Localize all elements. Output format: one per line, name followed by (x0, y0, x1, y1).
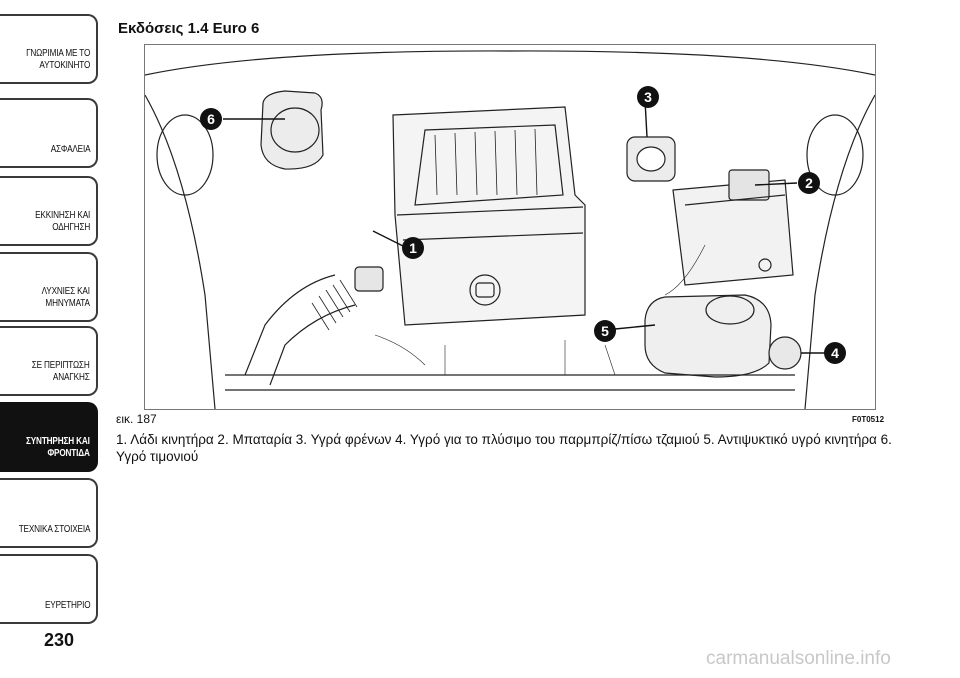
figure-label: εικ. 187 (116, 412, 157, 426)
callout-3: 3 (637, 86, 659, 108)
tab-safety[interactable]: ΑΣΦΑΛΕΙΑ (0, 98, 98, 168)
tab-label: ΕΥΡΕΤΗΡΙΟ (44, 600, 91, 611)
callout-6: 6 (200, 108, 222, 130)
svg-text:4: 4 (831, 345, 839, 361)
tab-label: ΣΥΝΤΗΡΗΣΗ ΚΑΙ ΦΡΟΝΤΙΔΑ (26, 436, 90, 459)
tab-label: ΤΕΧΝΙΚΑ ΣΤΟΙΧΕΙΑ (18, 524, 90, 535)
tab-label: ΑΣΦΑΛΕΙΑ (50, 144, 90, 155)
tab-technical-data[interactable]: ΤΕΧΝΙΚΑ ΣΤΟΙΧΕΙΑ (0, 478, 98, 548)
page-number: 230 (44, 630, 75, 650)
figure-caption: 1. Λάδι κινητήρα 2. Μπαταρία 3. Υγρά φρέ… (116, 432, 892, 464)
tab-label: ΣΕ ΠΕΡΙΠΤΩΣΗ ΑΝΑΓΚΗΣ (32, 360, 90, 383)
tab-label: ΓΝΩΡΙΜΙΑ ΜΕ ΤΟ ΑΥΤΟΚΙΝΗΤΟ (25, 48, 90, 71)
tab-label: ΛΥΧΝΙΕΣ ΚΑΙ ΜΗΝΥΜΑΤΑ (41, 286, 90, 309)
tab-emergency[interactable]: ΣΕ ΠΕΡΙΠΤΩΣΗ ΑΝΑΓΚΗΣ (0, 326, 98, 396)
tab-warning-lights[interactable]: ΛΥΧΝΙΕΣ ΚΑΙ ΜΗΝΥΜΑΤΑ (0, 252, 98, 322)
svg-text:1: 1 (409, 240, 417, 256)
figure-code: F0T0512 (852, 415, 885, 424)
tab-index[interactable]: ΕΥΡΕΤΗΡΙΟ (0, 554, 98, 624)
svg-text:3: 3 (644, 89, 652, 105)
engine-bay-illustration: 1 2 3 4 5 6 (144, 44, 876, 410)
svg-text:2: 2 (805, 175, 813, 191)
tab-maintenance[interactable]: ΣΥΝΤΗΡΗΣΗ ΚΑΙ ΦΡΟΝΤΙΔΑ (0, 402, 98, 472)
callout-5: 5 (594, 320, 616, 342)
tab-label: ΕΚΚΙΝΗΣΗ ΚΑΙ ΟΔΗΓΗΣΗ (34, 210, 90, 233)
callout-2: 2 (798, 172, 820, 194)
section-title: Εκδόσεις 1.4 Euro 6 (118, 20, 260, 37)
callout-4: 4 (824, 342, 846, 364)
callout-1: 1 (402, 237, 424, 259)
svg-text:5: 5 (601, 323, 609, 339)
tab-starting-driving[interactable]: ΕΚΚΙΝΗΣΗ ΚΑΙ ΟΔΗΓΗΣΗ (0, 176, 98, 246)
tab-getting-to-know[interactable]: ΓΝΩΡΙΜΙΑ ΜΕ ΤΟ ΑΥΤΟΚΙΝΗΤΟ (0, 14, 98, 84)
svg-text:6: 6 (207, 111, 215, 127)
watermark: carmanualsonline.info (706, 648, 891, 669)
